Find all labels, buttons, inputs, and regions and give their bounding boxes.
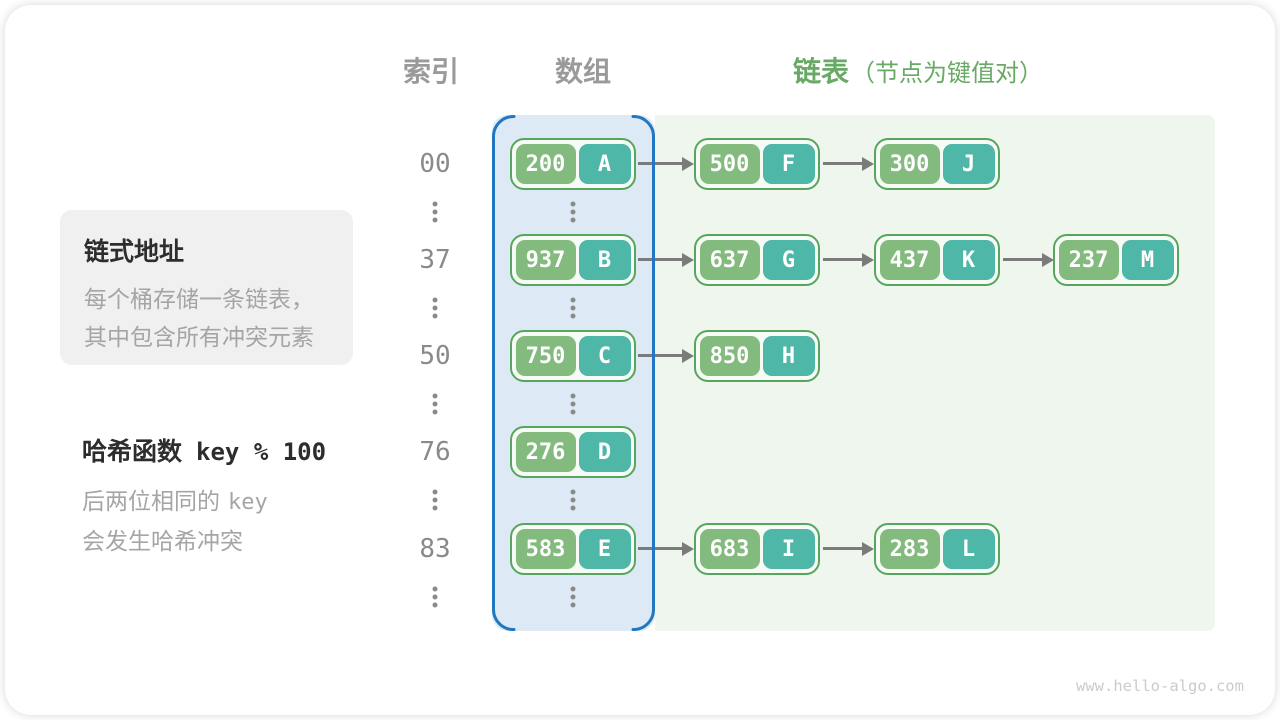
index-label: 76 [419,437,451,467]
array-panel-bracket-border [492,115,655,631]
key-cell: 583 [515,529,576,569]
chain-node: 237 M [1053,234,1179,286]
chain-node: 500 F [694,138,820,190]
key-cell: 200 [515,144,576,184]
ellipsis-dots-icon [432,297,438,319]
key-cell: 637 [699,240,760,280]
column-header-array: 数组 [554,56,612,87]
value-cell: G [762,240,815,280]
hash-note-line2: 会发生哈希冲突 [82,528,243,554]
value-cell: A [578,144,631,184]
key-cell: 500 [699,144,760,184]
ellipsis-dots-icon [570,586,576,608]
bucket-node: 276 D [510,426,636,478]
arrow-icon [1003,252,1054,267]
info-box: 链式地址 每个桶存储一条链表， 其中包含所有冲突元素 [60,210,353,365]
ellipsis-dots-icon [432,586,438,608]
ellipsis-dots-icon [570,489,576,511]
column-header-list: 链表 （节点为键值对） [793,50,1043,90]
hash-function-title: 哈希函数 key % 100 [82,432,326,468]
index-label: 00 [419,149,451,179]
key-cell: 683 [699,529,760,569]
arrow-icon [638,348,694,363]
column-header-list-label: 链表 [793,56,850,87]
value-cell: K [942,240,995,280]
info-box-body: 每个桶存储一条链表， 其中包含所有冲突元素 [84,280,329,356]
chain-node: 683 I [694,523,820,575]
info-box-line1: 每个桶存储一条链表， [84,286,314,312]
value-cell: M [1121,240,1174,280]
value-cell: H [762,336,815,376]
info-box-line2: 其中包含所有冲突元素 [84,324,314,350]
ellipsis-dots-icon [570,201,576,223]
key-cell: 850 [699,336,760,376]
arrow-icon [823,156,874,171]
value-cell: F [762,144,815,184]
key-cell: 437 [879,240,940,280]
key-cell: 937 [515,240,576,280]
value-cell: E [578,529,631,569]
chain-node: 850 H [694,330,820,382]
arrow-icon [638,252,694,267]
chain-node: 283 L [874,523,1000,575]
key-cell: 283 [879,529,940,569]
arrow-icon [638,156,694,171]
key-cell: 237 [1058,240,1119,280]
info-box-title: 链式地址 [84,238,185,266]
arrow-icon [823,252,874,267]
arrow-icon [823,541,874,556]
hash-function-code: key % 100 [196,438,327,466]
key-cell: 276 [515,432,576,472]
value-cell: J [942,144,995,184]
column-header-list-note: （节点为键值对） [851,59,1044,87]
arrow-icon [638,541,694,556]
bucket-node: 750 C [510,330,636,382]
column-header-index: 索引 [402,56,460,87]
index-label: 50 [419,341,451,371]
ellipsis-dots-icon [570,297,576,319]
chain-node: 300 J [874,138,1000,190]
key-cell: 750 [515,336,576,376]
ellipsis-dots-icon [570,393,576,415]
bucket-node: 583 E [510,523,636,575]
value-cell: D [578,432,631,472]
ellipsis-dots-icon [432,393,438,415]
chain-node: 437 K [874,234,1000,286]
page-watermark: www.hello-algo.com [1076,677,1244,695]
index-label: 83 [419,534,451,564]
value-cell: L [942,529,995,569]
value-cell: B [578,240,631,280]
bucket-node: 937 B [510,234,636,286]
ellipsis-dots-icon [432,489,438,511]
index-label: 37 [419,245,451,275]
value-cell: I [762,529,815,569]
ellipsis-dots-icon [432,201,438,223]
bucket-node: 200 A [510,138,636,190]
key-cell: 300 [879,144,940,184]
chain-node: 637 G [694,234,820,286]
value-cell: C [578,336,631,376]
hash-function-label: 哈希函数 [82,438,183,466]
